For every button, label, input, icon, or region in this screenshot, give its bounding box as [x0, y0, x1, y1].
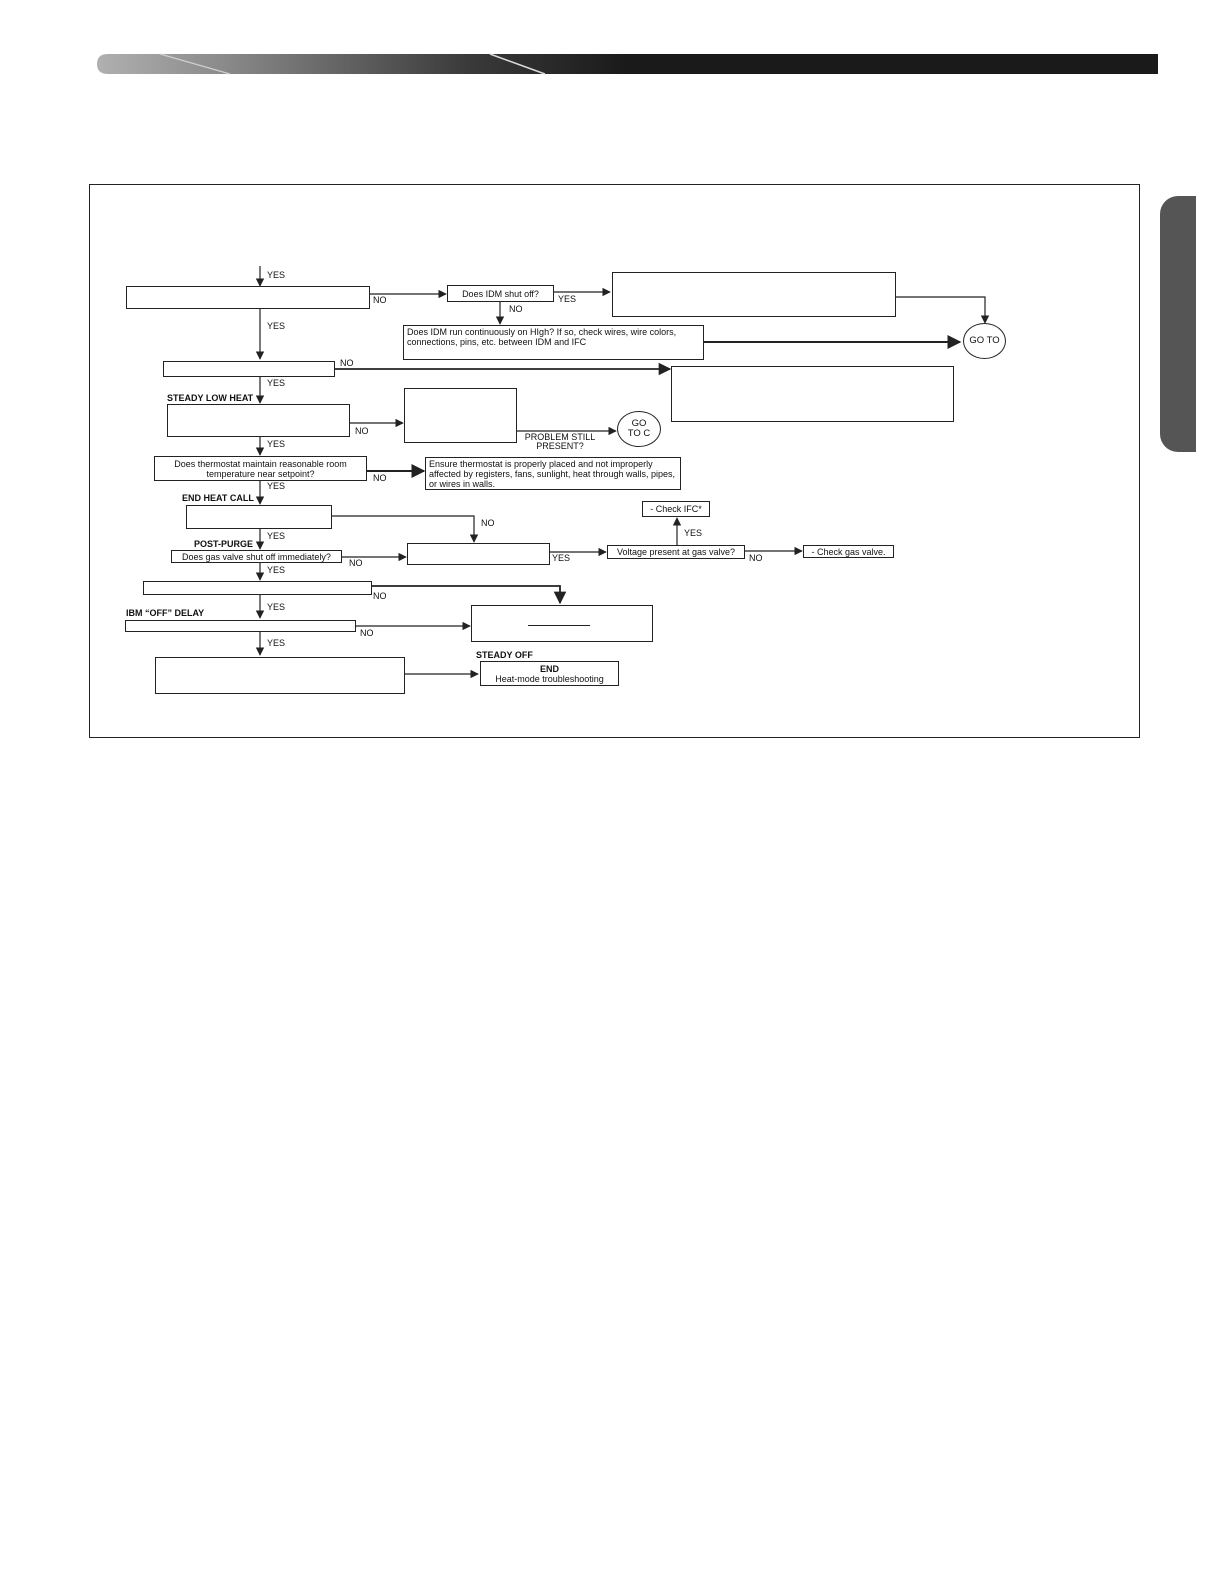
- no-label: NO: [481, 518, 495, 528]
- heading-steady-low-heat: STEADY LOW HEAT: [167, 393, 254, 403]
- end-box: END Heat-mode troubleshooting: [480, 661, 619, 686]
- flowchart-lines: [255, 266, 990, 679]
- end-title: END: [539, 663, 559, 674]
- yes-label: YES: [267, 378, 286, 388]
- idm-shut-off-box: Does IDM shut off?: [447, 285, 554, 302]
- side-tab: [1160, 196, 1196, 452]
- idm-run-continuously-text: Does IDM run continuously on HIgh? If so…: [407, 327, 677, 347]
- yes-label: YES: [267, 602, 286, 612]
- no-label: NO: [349, 558, 363, 568]
- check-ifc-text: - Check IFC*: [650, 504, 702, 514]
- no-label: NO: [373, 473, 387, 483]
- ibm-no-result-box: [471, 605, 653, 642]
- problem-still-present-label: PROBLEM STILL PRESENT?: [524, 432, 596, 451]
- check-ifc-box: - Check IFC*: [642, 501, 710, 517]
- diagram-frame: [89, 184, 1140, 738]
- step-box-steady-low-heat: [167, 404, 350, 437]
- idm-yes-result-box: [612, 272, 896, 317]
- go-to-connector-text: GO TO: [969, 335, 1000, 346]
- ensure-thermostat-text: Ensure thermostat is properly placed and…: [429, 458, 675, 489]
- step-box-2: [163, 361, 335, 377]
- row2-no-result-box: [671, 366, 954, 422]
- gas-valve-shut-off-box: Does gas valve shut off immediately?: [171, 550, 342, 563]
- yes-label: YES: [267, 439, 286, 449]
- yes-label: YES: [267, 565, 286, 575]
- no-label: NO: [373, 295, 387, 305]
- no-label: NO: [373, 591, 387, 601]
- yes-label: YES: [267, 638, 286, 648]
- yes-label: YES: [552, 553, 571, 563]
- check-gas-valve-text: - Check gas valve.: [811, 546, 886, 557]
- yes-label: YES: [267, 270, 286, 280]
- end-text: Heat-mode troubleshooting: [495, 673, 604, 684]
- no-label: NO: [749, 553, 763, 563]
- header-bar: [97, 53, 1158, 75]
- heading-post-purge: POST-PURGE: [194, 539, 254, 549]
- steady-low-heat-no-box: [404, 388, 517, 443]
- no-label: NO: [509, 304, 523, 314]
- no-label: NO: [360, 628, 374, 638]
- no-label: NO: [340, 358, 354, 368]
- yes-label: YES: [267, 481, 286, 491]
- check-gas-valve-box: - Check gas valve.: [803, 545, 894, 558]
- yes-label: YES: [267, 531, 286, 541]
- heading-end-heat-call: END HEAT CALL: [182, 493, 254, 503]
- gas-valve-shut-off-text: Does gas valve shut off immediately?: [182, 551, 331, 562]
- no-label: NO: [355, 426, 369, 436]
- yes-label: YES: [558, 294, 577, 304]
- step-box-1: [126, 286, 370, 309]
- yes-label: YES: [267, 321, 286, 331]
- voltage-gas-valve-text: Voltage present at gas valve?: [616, 547, 736, 557]
- heading-steady-off: STEADY OFF: [476, 650, 533, 660]
- yes-label: YES: [684, 528, 703, 538]
- go-to-c-text: GO TO C: [627, 418, 651, 439]
- idm-run-continuously-box: Does IDM run continuously on HIgh? If so…: [403, 325, 704, 360]
- thermostat-setpoint-box: Does thermostat maintain reasonable room…: [154, 456, 367, 481]
- go-to-c-connector: GO TO C: [617, 411, 661, 447]
- go-to-connector: GO TO: [963, 323, 1006, 359]
- idm-shut-off-text: Does IDM shut off?: [462, 288, 539, 299]
- final-step-box: [155, 657, 405, 694]
- end-heat-call-box: [186, 505, 332, 529]
- post-purge-no-box: [407, 543, 550, 565]
- underline-mark: [528, 625, 590, 626]
- heading-ibm-off-delay: IBM “OFF” DELAY: [126, 608, 205, 618]
- thermostat-setpoint-text: Does thermostat maintain reasonable room…: [174, 458, 347, 479]
- step-box-8: [143, 581, 372, 595]
- ensure-thermostat-box: Ensure thermostat is properly placed and…: [425, 457, 681, 490]
- voltage-gas-valve-box: Voltage present at gas valve?: [607, 545, 745, 559]
- ibm-off-delay-box: [125, 620, 356, 632]
